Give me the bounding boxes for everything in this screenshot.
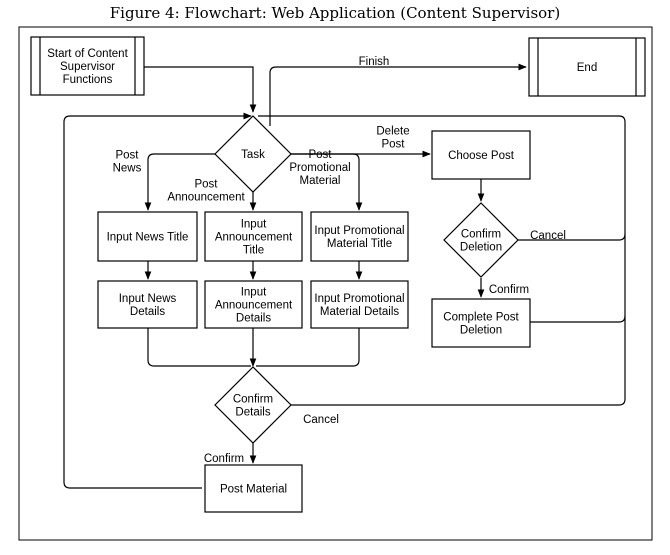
text-line: Details: [130, 306, 165, 318]
text-line: Details: [236, 313, 271, 325]
text-line: Material Details: [320, 306, 399, 318]
edge-right-return: [258, 115, 626, 240]
node-text: Task: [241, 149, 265, 161]
text-line: Details: [235, 407, 270, 419]
text-line: Choose Post: [448, 150, 515, 162]
node-post-material: Post Material: [204, 464, 303, 513]
figure-frame: [18, 26, 653, 541]
edge-post-material-loop: [63, 112, 252, 489]
text-line: Task: [241, 149, 265, 161]
text-line: Post: [381, 139, 405, 151]
text-line: Post: [308, 149, 332, 161]
node-choose-post: Choose Post: [431, 130, 531, 180]
edge-task-to-promotional: [291, 153, 363, 211]
text-line: Post Material: [220, 484, 287, 496]
text-line: Start of Content: [47, 48, 128, 60]
edge-start-to-task: [144, 66, 257, 113]
text-line: Material Title: [327, 238, 392, 250]
text-line: Announcement: [167, 192, 245, 204]
edge-label-finish: Finish: [359, 56, 390, 68]
text-line: Announcement: [215, 232, 293, 244]
text-line: Confirm: [233, 394, 273, 406]
text-line: Confirm: [461, 229, 501, 241]
text-line: Post: [194, 179, 218, 191]
text-line: End: [577, 62, 597, 74]
node-end: End: [528, 37, 646, 97]
text-line: Delete: [376, 126, 409, 138]
figure-title: Figure 4: Flowchart: Web Application (Co…: [109, 4, 561, 22]
node-text: End: [577, 62, 597, 74]
edge-confirm-details-cancel: [291, 316, 626, 406]
text-line: Post: [115, 150, 139, 162]
edge-complete-deletion-return: [529, 240, 626, 323]
text-line: Promotional: [289, 162, 350, 174]
node-input-news-title: Input News Title: [97, 211, 198, 262]
edge-task-to-news: [144, 153, 215, 211]
text-line: Input Promotional: [314, 293, 404, 305]
edge-promotional-details-to-confirm: [256, 328, 360, 367]
text-line: Input: [241, 287, 267, 299]
node-text: Choose Post: [448, 150, 515, 162]
text-line: News: [113, 163, 142, 175]
text-line: Complete Post: [443, 312, 519, 324]
text-line: Confirm: [204, 453, 244, 465]
text-line: Input News Title: [107, 232, 189, 244]
text-line: Announcement: [215, 300, 293, 312]
text-line: Cancel: [303, 414, 339, 426]
text-line: Deletion: [460, 242, 502, 254]
edge-label-confirm-details: Confirm: [204, 453, 244, 465]
text-line: Finish: [359, 56, 390, 68]
text-line: Input: [241, 219, 267, 231]
node-task: Task: [214, 115, 292, 193]
text-line: Confirm: [489, 284, 529, 296]
node-text: Post Material: [220, 484, 287, 496]
text-line: Cancel: [530, 230, 566, 242]
text-line: Input News: [119, 293, 177, 305]
text-line: Supervisor: [60, 61, 115, 73]
edge-task-to-end: [269, 63, 527, 126]
edge-label-cancel-deletion: Cancel: [530, 230, 566, 242]
edge-label-cancel-details: Cancel: [303, 414, 339, 426]
text-line: Material: [300, 175, 341, 187]
text-line: Title: [243, 245, 264, 257]
text-line: Input Promotional: [314, 225, 404, 237]
edge-confirm-deletion-cancel: [518, 233, 626, 241]
edge-news-details-to-confirm: [147, 328, 251, 367]
node-text: Input News Title: [107, 232, 189, 244]
edge-label-confirm-deletion: Confirm: [489, 284, 529, 296]
text-line: Deletion: [460, 325, 502, 337]
text-line: Functions: [63, 74, 113, 86]
